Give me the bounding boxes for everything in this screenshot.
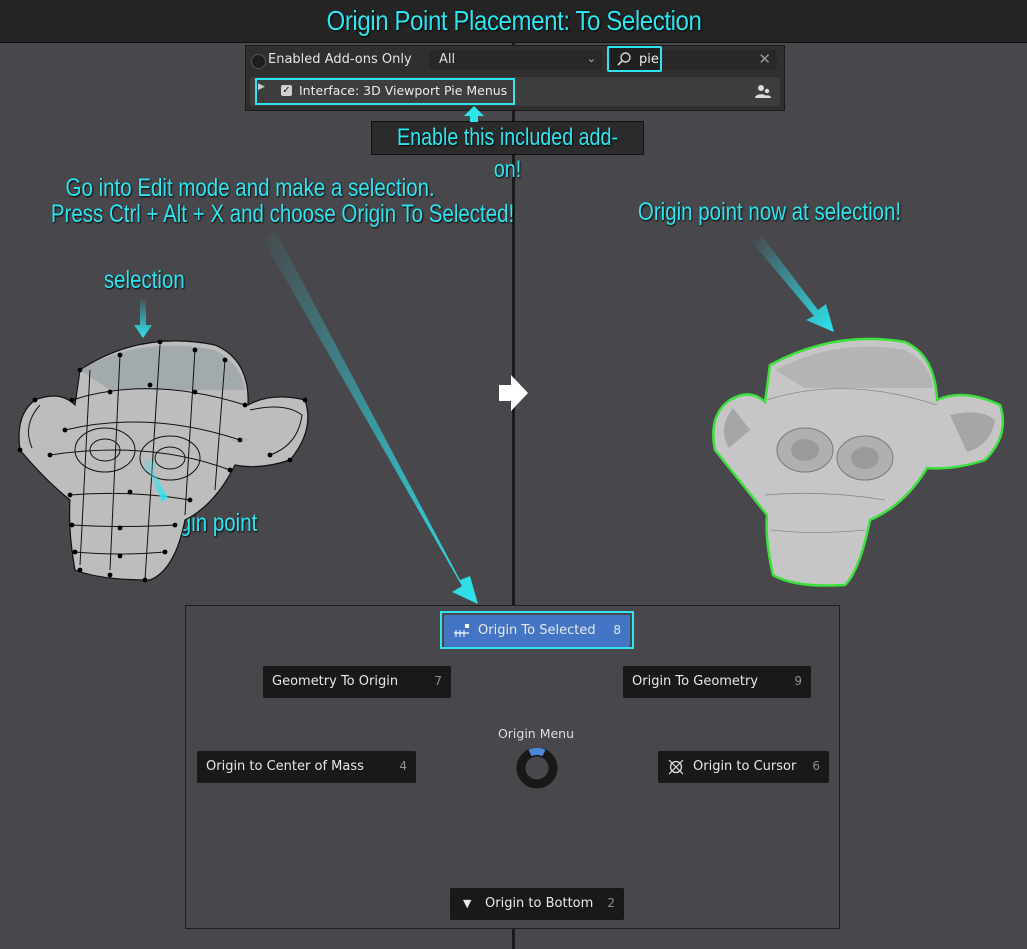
geometry-to-origin-button[interactable]: Geometry To Origin 7	[263, 666, 451, 698]
origin-to-bottom-shortcut: 2	[607, 896, 615, 910]
search-highlight[interactable]: pie	[607, 46, 662, 72]
category-dropdown[interactable]: All ⌄	[429, 50, 602, 70]
cursor-target-icon	[668, 759, 684, 775]
selection-label: selection	[103, 266, 185, 294]
instructions-line-2: Press Ctrl + Alt + X and choose Origin T…	[50, 200, 515, 228]
origin-to-geometry-button[interactable]: Origin To Geometry 9	[623, 666, 811, 698]
origin-to-cursor-shortcut: 6	[812, 759, 820, 773]
enable-addon-text: Enable this included add-on!	[396, 124, 619, 183]
origin-center-of-mass-label: Origin to Center of Mass	[206, 759, 364, 774]
origin-selected-highlight	[440, 611, 634, 649]
addons-filter-row: Enabled Add-ons Only All ⌄ pie ✕	[246, 46, 784, 74]
category-value: All	[439, 52, 456, 67]
addon-highlight	[255, 78, 515, 105]
origin-to-selected-button[interactable]: Origin To Selected 8	[444, 615, 630, 647]
arrow-to-result	[752, 236, 834, 332]
search-input[interactable]: pie	[639, 52, 659, 67]
close-icon[interactable]: ✕	[758, 50, 771, 68]
instructions-line-1: Go into Edit mode and make a selection.	[65, 174, 435, 202]
page-title: Origin Point Placement: To Selection	[326, 5, 701, 36]
origin-to-selected-label: Origin To Selected	[478, 623, 596, 638]
result-label: Origin point now at selection!	[638, 198, 902, 226]
origin-to-selected-shortcut: 8	[613, 623, 621, 637]
enabled-only-label: Enabled Add-ons Only	[268, 52, 412, 67]
search-field-body[interactable]: ✕	[662, 50, 777, 70]
enable-addon-callout: Enable this included add-on!	[371, 121, 644, 183]
expand-triangle-icon[interactable]: ▶	[258, 82, 265, 92]
origin-to-geometry-label: Origin To Geometry	[632, 674, 759, 689]
origin-center-of-mass-shortcut: 4	[399, 759, 407, 773]
addons-preferences-panel: Enabled Add-ons Only All ⌄ pie ✕ ▶ ✓ Int…	[245, 45, 785, 111]
viewport-divider	[512, 42, 515, 949]
origin-to-bottom-label: Origin to Bottom	[485, 896, 594, 911]
geometry-to-origin-shortcut: 7	[434, 674, 442, 688]
triangle-down-icon: ▼	[463, 897, 472, 910]
addon-list-item[interactable]: ▶ ✓ Interface: 3D Viewport Pie Menus	[250, 77, 780, 106]
origin-to-bottom-button[interactable]: ▼ Origin to Bottom 2	[450, 888, 624, 920]
transform-arrow-icon	[499, 375, 528, 411]
search-icon	[617, 52, 631, 66]
origin-center-of-mass-button[interactable]: Origin to Center of Mass 4	[197, 751, 416, 783]
monkey-edit-mode[interactable]	[10, 330, 320, 590]
instructions-text: Go into Edit mode and make a selection. …	[0, 174, 514, 229]
pie-direction-ring	[516, 747, 558, 789]
chevron-down-icon: ⌄	[586, 52, 596, 65]
users-icon[interactable]	[754, 82, 772, 100]
geometry-to-origin-label: Geometry To Origin	[272, 674, 399, 689]
origin-to-geometry-shortcut: 9	[794, 674, 802, 688]
enabled-only-toggle[interactable]	[251, 54, 266, 69]
addon-enable-checkbox[interactable]: ✓	[281, 85, 292, 96]
origin-to-cursor-label: Origin to Cursor	[693, 759, 797, 774]
origin-selected-icon	[454, 624, 469, 637]
origin-to-cursor-button[interactable]: Origin to Cursor 6	[658, 751, 829, 783]
title-bar: Origin Point Placement: To Selection	[0, 0, 1027, 43]
pie-menu-title: Origin Menu	[497, 726, 575, 741]
addon-name: Interface: 3D Viewport Pie Menus	[299, 83, 508, 98]
monkey-object-mode[interactable]	[705, 330, 1015, 590]
